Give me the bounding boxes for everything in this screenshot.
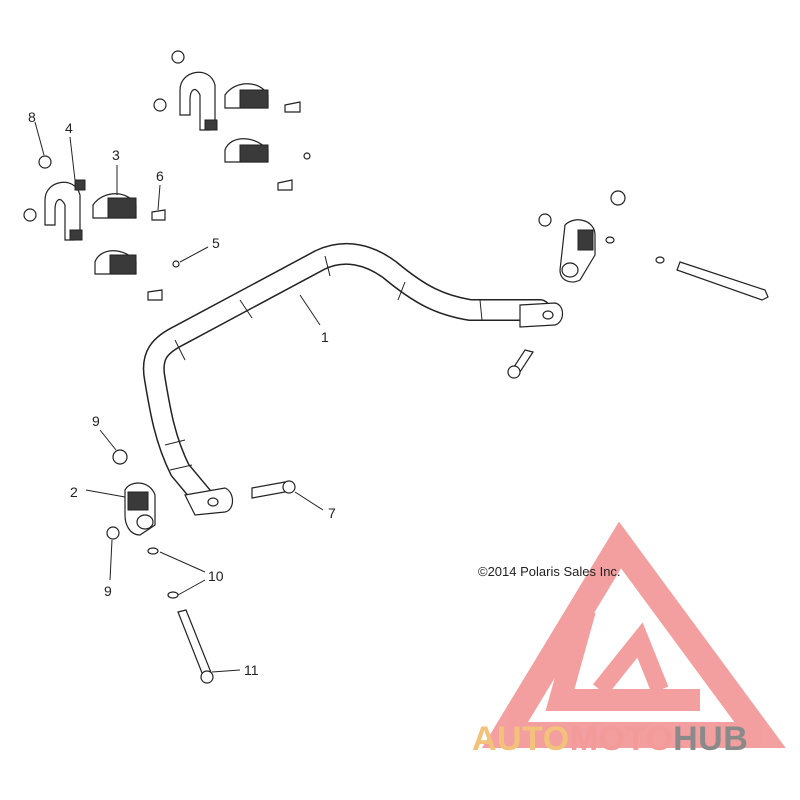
watermark-wordmark: AUTOMOTOHUB	[472, 720, 748, 758]
callout-2: 2	[70, 484, 78, 500]
callout-9-lower: 9	[104, 583, 112, 599]
upper-bracket-set	[153, 50, 311, 191]
callout-3: 3	[112, 147, 120, 163]
callout-10: 10	[208, 568, 224, 584]
wordmark-part-hub: HUB	[673, 720, 748, 758]
callout-6: 6	[156, 168, 164, 184]
watermark-logo	[481, 521, 786, 748]
callout-4: 4	[65, 120, 73, 136]
copyright-notice: ©2014 Polaris Sales Inc.	[478, 564, 621, 579]
callout-7: 7	[328, 505, 336, 521]
callout-11: 11	[244, 662, 259, 678]
callout-1: 1	[321, 329, 329, 345]
callout-8: 8	[28, 109, 36, 125]
leader-lines	[34, 121, 324, 673]
sway-bar	[142, 242, 564, 516]
left-bracket-set	[23, 155, 180, 301]
wordmark-part-moto: MOTO	[570, 720, 673, 758]
callout-9-upper: 9	[92, 413, 100, 429]
wordmark-part-auto: AUTO	[472, 720, 570, 758]
callout-5: 5	[212, 235, 220, 251]
right-end-link	[507, 190, 769, 379]
